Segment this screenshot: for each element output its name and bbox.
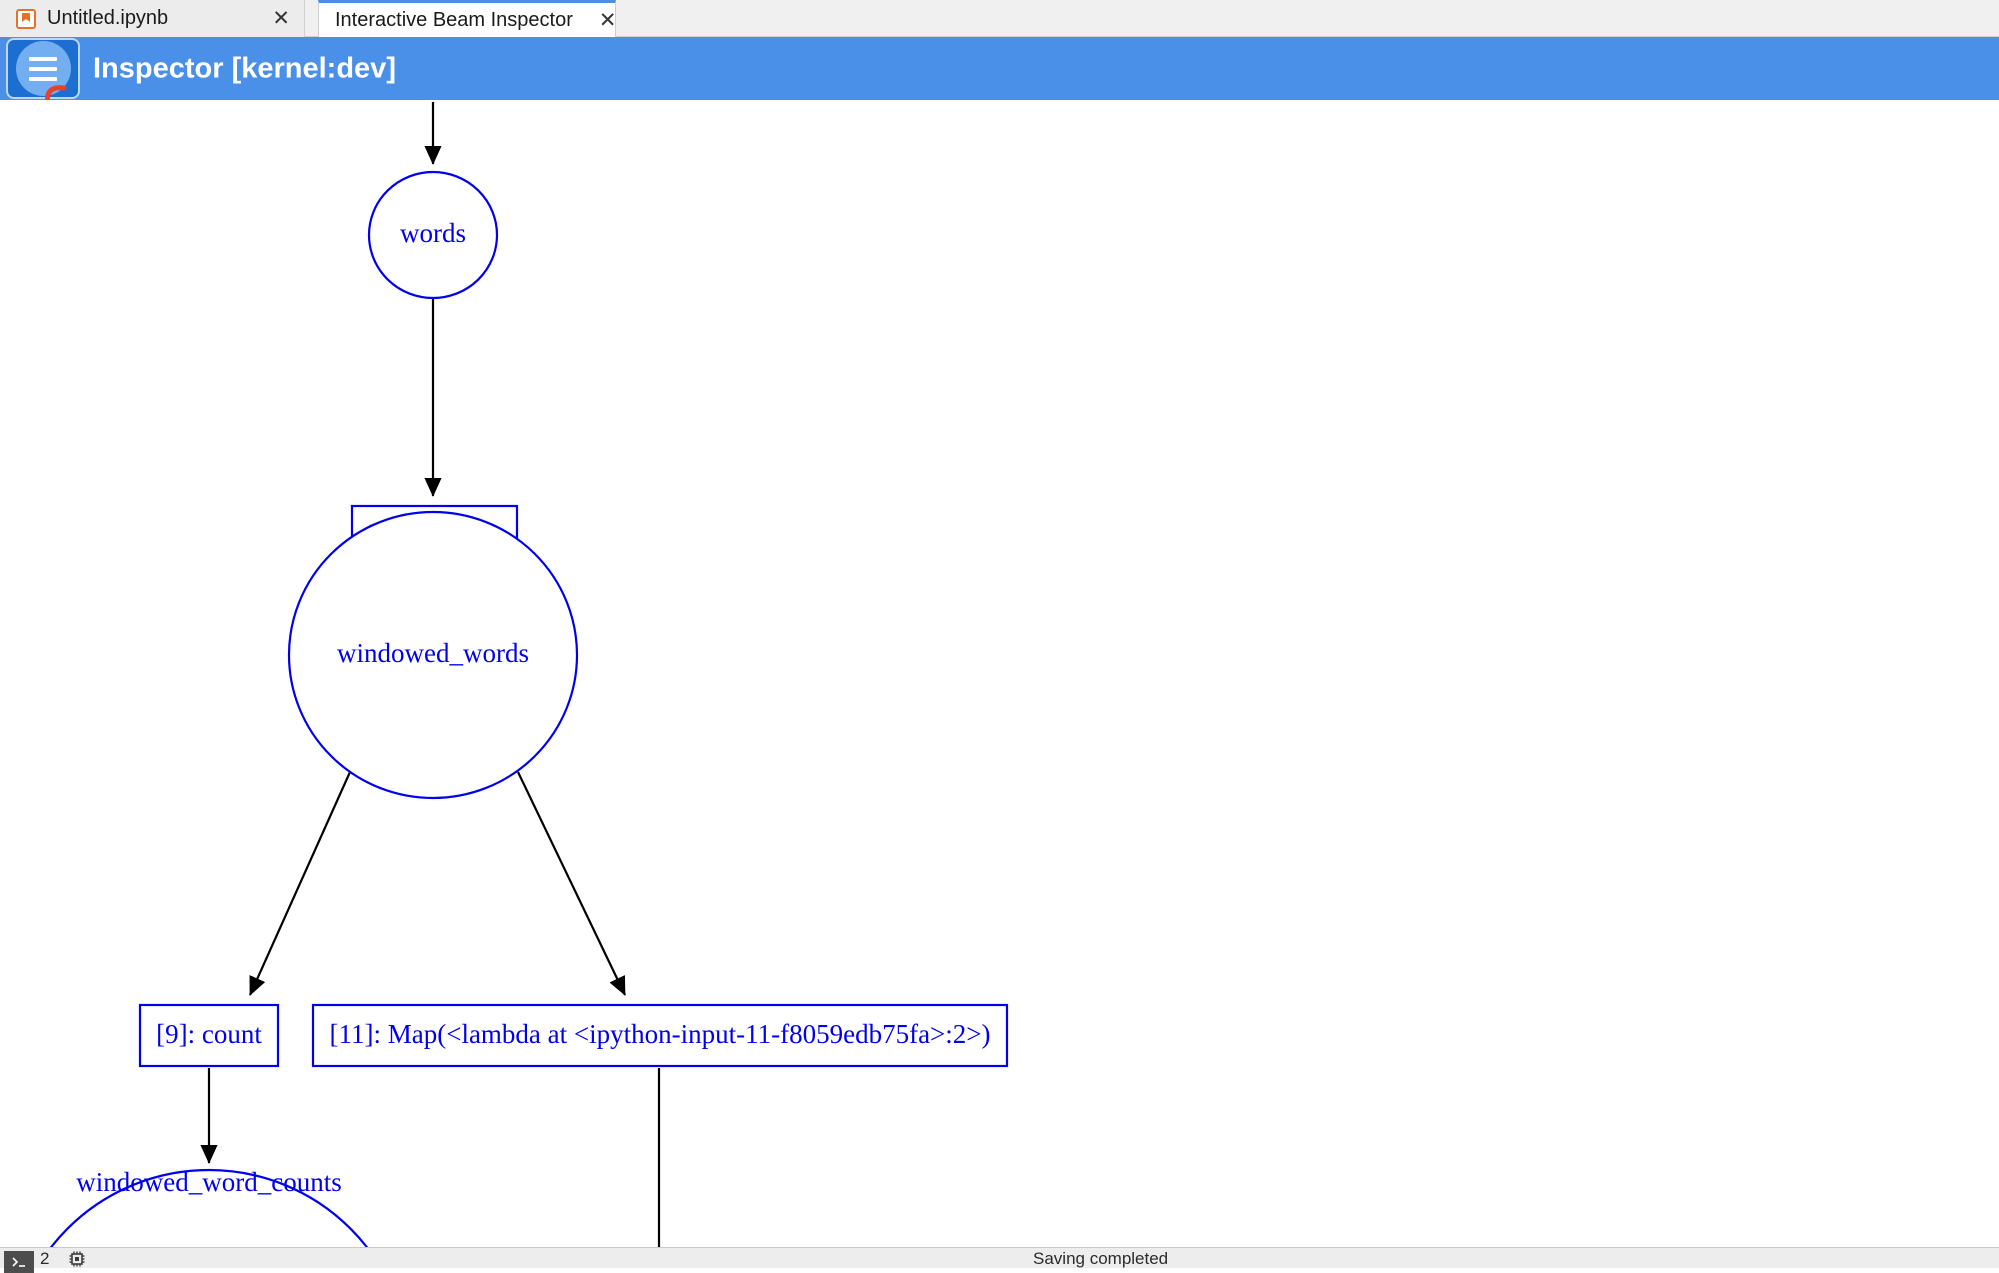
status-kernel-count: 2 xyxy=(40,1249,50,1268)
tab-label: Untitled.ipynb xyxy=(47,7,169,29)
tab-untitled-ipynb[interactable]: Untitled.ipynb ✕ xyxy=(0,0,305,37)
page-title: Inspector [kernel:dev] xyxy=(93,52,396,84)
node-label: windowed_words xyxy=(337,638,529,668)
terminal-icon[interactable] xyxy=(4,1251,34,1273)
close-icon[interactable]: ✕ xyxy=(598,8,617,32)
tab-interactive-beam-inspector[interactable]: Interactive Beam Inspector ✕ xyxy=(318,0,617,37)
node-shape-ellipse xyxy=(287,510,579,800)
node-label: windowed_word_counts xyxy=(76,1167,341,1197)
graph-node-count[interactable]: [9]: count xyxy=(138,1003,280,1068)
node-shape-box xyxy=(138,1003,280,1068)
node-shape-box xyxy=(311,1003,1009,1068)
status-message: Saving completed xyxy=(1033,1249,1169,1268)
graph-node-windowed-words[interactable]: windowed_words xyxy=(287,510,579,800)
status-bar: 2 Saving completed xyxy=(0,1247,1999,1273)
node-shape-ellipse xyxy=(49,1168,369,1247)
close-icon[interactable]: ✕ xyxy=(272,7,290,30)
inspector-header: Inspector [kernel:dev] xyxy=(0,37,1999,100)
graph-edges xyxy=(200,102,661,1247)
graph-node-words[interactable]: words xyxy=(367,170,499,300)
node-label: [9]: count xyxy=(156,1019,262,1049)
graph-node-windowed-word-counts[interactable]: windowed_word_counts xyxy=(9,1167,409,1247)
beam-pipeline-graph[interactable]: words [8]: window windowed_words [9]: co… xyxy=(0,100,1999,1247)
node-label: [11]: Map(<lambda at <ipython-input-11-f… xyxy=(330,1019,991,1049)
graph-svg: words [8]: window windowed_words [9]: co… xyxy=(9,102,1009,1247)
node-shape-ellipse xyxy=(367,170,499,300)
edge-windowed-words-to-map xyxy=(517,771,626,996)
kernel-chip-icon[interactable] xyxy=(68,1250,86,1268)
notebook-icon xyxy=(16,8,36,29)
graph-node-map-lambda[interactable]: [11]: Map(<lambda at <ipython-input-11-f… xyxy=(311,1003,1009,1068)
edge-windowed-words-to-count xyxy=(248,771,352,996)
tab-bar: Untitled.ipynb ✕ Interactive Beam Inspec… xyxy=(0,0,1999,37)
node-label: words xyxy=(400,218,466,248)
menu-toggle-button[interactable] xyxy=(8,40,78,97)
hamburger-menu-icon xyxy=(15,41,71,96)
tab-label: Interactive Beam Inspector xyxy=(335,8,573,31)
